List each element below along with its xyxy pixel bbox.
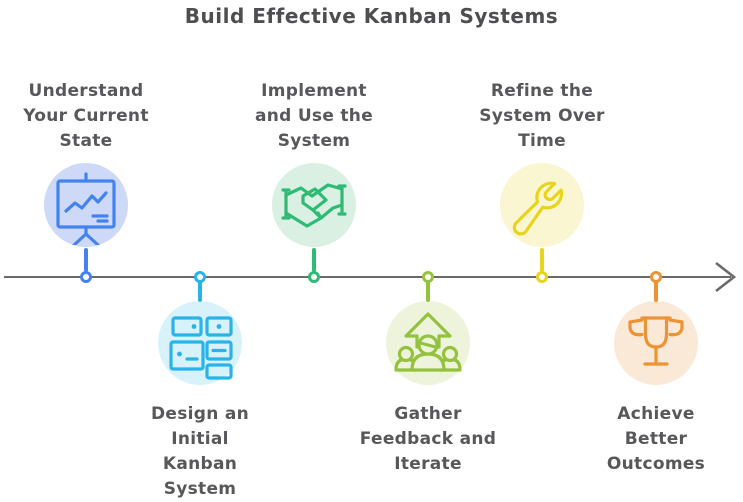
step-circle [614,301,698,385]
connector-dot [536,271,548,283]
presentation-chart-icon [56,172,116,245]
page-title: Build Effective Kanban Systems [184,4,559,28]
connector-stem [426,281,430,302]
connector-stem [540,248,544,272]
step-circle [500,163,584,247]
connector-dot [650,271,662,283]
connector-stem [312,248,316,272]
step-label: Gather Feedback and Iterate [359,404,497,474]
team-growth-icon [394,312,462,372]
step-design-initial-kanban: Design an Initial Kanban System [110,0,290,502]
step-label: Refine the System Over Time [479,81,605,151]
step-circle [158,301,242,385]
connector-dot [194,271,206,283]
step-circle [386,301,470,385]
connector-dot [422,271,434,283]
connector-stem [198,281,202,302]
step-implement-use-system: Implement and Use the System [224,0,404,502]
step-circle [44,163,128,247]
connector-dot [80,271,92,283]
timeline-arrowhead-icon [715,261,737,293]
trophy-icon [628,316,684,366]
step-label: Achieve Better Outcomes [606,404,706,474]
timeline-axis [4,276,731,278]
step-understand-current-state: Understand Your Current State [0,0,176,502]
step-refine-system-over-time: Refine the System Over Time [452,0,632,502]
connector-dot [308,271,320,283]
step-label: Understand Your Current State [23,81,149,151]
connector-stem [654,281,658,302]
step-circle [272,163,356,247]
kanban-board-icon [169,316,233,380]
step-achieve-better-outcomes: Achieve Better Outcomes [566,0,743,502]
step-gather-feedback-iterate: Gather Feedback and Iterate [338,0,518,502]
step-label: Implement and Use the System [254,81,374,151]
connector-stem [84,248,88,272]
wrench-icon [512,181,564,236]
handshake-icon [281,183,347,228]
step-label: Design an Initial Kanban System [150,404,250,499]
